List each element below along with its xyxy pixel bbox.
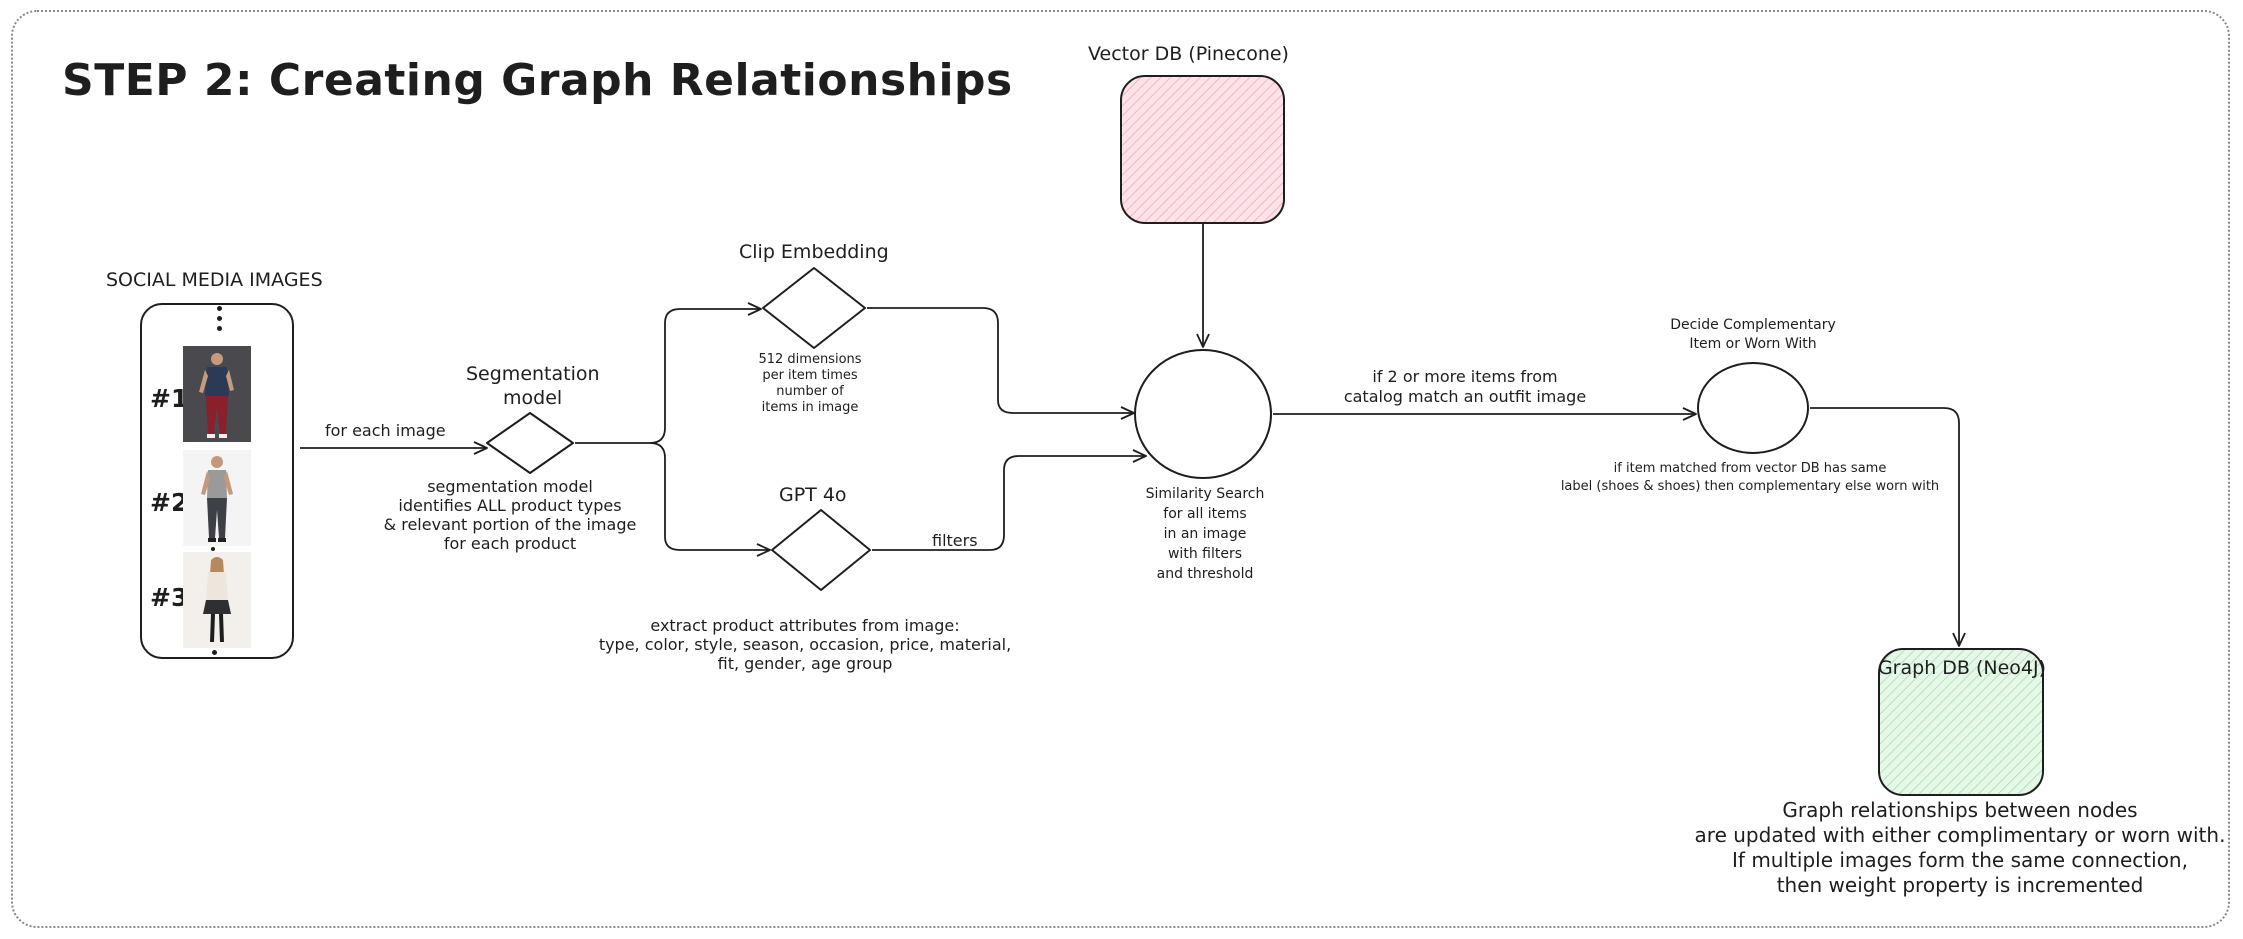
segmentation-desc-3: & relevant portion of the image (383, 515, 637, 534)
decide-desc-2: label (shoes & shoes) then complementary… (1560, 479, 1940, 494)
arrow-gpt-to-similarity (872, 449, 1147, 551)
image-number-3: #3 (150, 583, 189, 612)
clip-desc-3: number of (776, 384, 844, 399)
diagram-frame (11, 10, 2230, 928)
scroll-dot (217, 316, 222, 321)
graph-db-desc-2: are updated with either complimentary or… (1694, 823, 2226, 847)
gpt-diamond (771, 509, 871, 591)
social-media-heading: SOCIAL MEDIA IMAGES (106, 269, 323, 291)
phone-frame (140, 303, 294, 659)
segmentation-label-line2: model (503, 387, 563, 409)
clip-desc-4: items in image (761, 400, 859, 415)
similarity-desc-3: in an image (1163, 526, 1247, 542)
social-image-2 (183, 450, 251, 546)
vector-db-label: Vector DB (Pinecone) (1088, 43, 1289, 65)
gpt-desc-3: fit, gender, age group (717, 654, 893, 673)
edge-label-catalog-match-2: catalog match an outfit image (1343, 387, 1587, 406)
edge-label-for-each-image: for each image (325, 421, 446, 440)
arrow-clip-to-similarity (867, 307, 1135, 420)
arrow-decide-to-graphdb (1810, 407, 1966, 647)
vector-db-box (1120, 75, 1285, 224)
decide-circle (1697, 362, 1809, 454)
image-number-2: #2 (150, 488, 189, 517)
graph-db-box (1878, 648, 2044, 796)
gpt-label: GPT 4o (779, 484, 847, 506)
graph-db-label: Graph DB (Neo4J) (1877, 657, 2047, 679)
clip-desc-2: per item times (762, 368, 858, 383)
scroll-dot (217, 306, 222, 311)
graph-db-desc-3: If multiple images form the same connect… (1732, 848, 2188, 872)
arrow-segmentation-to-gpt (649, 442, 771, 557)
similarity-desc-4: with filters (1167, 546, 1242, 562)
decide-label-line2: Item or Worn With (1689, 336, 1817, 352)
graph-db-desc-1: Graph relationships between nodes (1782, 798, 2138, 822)
scroll-dot (217, 326, 222, 331)
similarity-desc-5: and threshold (1156, 566, 1254, 582)
image-number-1: #1 (150, 384, 189, 413)
decide-desc-1: if item matched from vector DB has same (1613, 461, 1887, 476)
segmentation-desc-1: segmentation model (427, 477, 593, 496)
scroll-dot (212, 650, 217, 655)
scroll-dot (211, 547, 215, 551)
similarity-circle (1134, 349, 1272, 479)
clip-desc-1: 512 dimensions (758, 352, 862, 367)
segmentation-label-line1: Segmentation (466, 363, 600, 385)
social-image-1 (183, 346, 251, 442)
clip-diamond (762, 267, 866, 349)
arrow-segmentation-to-clip (575, 302, 762, 444)
segmentation-desc-4: for each product (443, 534, 577, 553)
edge-label-catalog-match-1: if 2 or more items from (1372, 367, 1558, 386)
gpt-desc-1: extract product attributes from image: (650, 616, 960, 635)
segmentation-desc-2: identifies ALL product types (398, 496, 622, 515)
social-image-3 (183, 552, 251, 648)
decide-label-line1: Decide Complementary (1670, 317, 1836, 333)
edge-label-filters: filters (932, 531, 978, 550)
clip-embedding-label: Clip Embedding (739, 241, 889, 263)
similarity-desc-2: for all items (1163, 506, 1247, 522)
segmentation-diamond (486, 412, 574, 474)
page-title: STEP 2: Creating Graph Relationships (62, 55, 1013, 106)
similarity-desc-1: Similarity Search (1145, 486, 1265, 502)
gpt-desc-2: type, color, style, season, occasion, pr… (598, 635, 1012, 654)
graph-db-desc-4: then weight property is incremented (1776, 873, 2144, 897)
